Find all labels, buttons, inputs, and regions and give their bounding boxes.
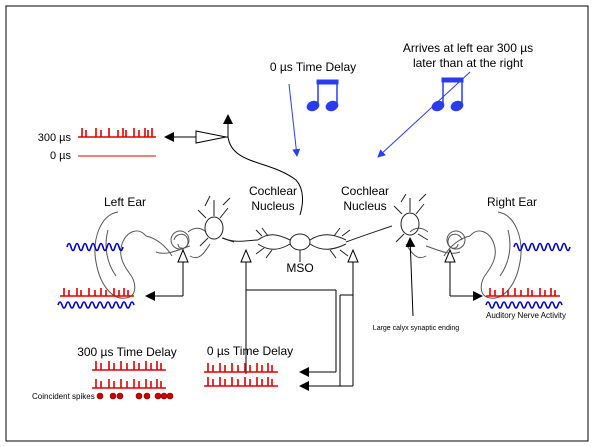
coincident-spike-dots	[96, 392, 174, 400]
mso-label: MSO	[286, 261, 313, 275]
spike-train-left-nerve	[60, 288, 134, 297]
right-fiber	[345, 225, 393, 243]
spike-train-right-nerve	[486, 288, 560, 297]
mso-cell	[255, 227, 351, 262]
ascending-fiber	[227, 136, 303, 216]
left-cochlear-nucleus-cell	[197, 195, 259, 247]
sound-arrow-center	[288, 83, 301, 157]
calyx-label: Large calyx synaptic ending	[373, 325, 459, 332]
delay-0-bottom-label: 0 µs Time Delay	[207, 344, 293, 358]
coincident-dot	[109, 392, 117, 400]
coincident-spikes-label: Coincident spikes	[32, 392, 95, 401]
spike-train-0us-a	[204, 363, 278, 373]
left-ear-illustration	[94, 211, 211, 299]
right-ear-label: Right Ear	[487, 195, 537, 209]
coincident-dot	[135, 392, 143, 400]
spike-train-0us-b	[204, 377, 278, 387]
cochlear-nucleus-left-label: Cochlear	[249, 184, 297, 198]
coincident-dot	[154, 392, 162, 400]
delay-0-top-label: 0 µs	[50, 150, 72, 162]
wave-left-nerve	[57, 301, 135, 309]
spike-train-300us-a	[92, 361, 166, 371]
right-ear-illustration	[405, 211, 522, 299]
coincident-dot	[96, 392, 104, 400]
auditory-nerve-label: Auditory Nerve Activity	[486, 311, 566, 320]
cochlear-nucleus-left-label: Nucleus	[251, 199, 294, 213]
delay-300-bottom-label: 300 µs Time Delay	[77, 345, 177, 359]
left-ear-label: Left Ear	[104, 195, 146, 209]
spike-train-300us-top	[78, 128, 156, 138]
arrives-label-line2: later than at the right	[413, 56, 524, 70]
right-sound-wave	[513, 242, 571, 252]
right-open-arrow	[444, 248, 456, 263]
delay-300-top-label: 300 µs	[38, 132, 72, 144]
music-notes-icon	[306, 79, 339, 112]
right-cochlear-nucleus-cell	[393, 193, 429, 243]
coincident-dot	[143, 392, 151, 400]
left-sound-wave	[66, 242, 124, 252]
arrives-label-line1: Arrives at left ear 300 µs	[403, 41, 533, 55]
coincident-dot	[160, 392, 168, 400]
cochlear-nucleus-right-label: Nucleus	[343, 199, 386, 213]
slide-border	[5, 5, 589, 442]
cochlear-nucleus-right-label: Cochlear	[341, 184, 389, 198]
mso-input-left-arrow	[240, 248, 252, 263]
sound-arrow-right	[377, 71, 471, 158]
music-notes-icon	[431, 77, 464, 112]
coincident-dot	[166, 392, 174, 400]
coincident-dot	[116, 392, 124, 400]
mso-input-right-arrow	[347, 248, 359, 263]
time-delay-center-label: 0 µs Time Delay	[270, 60, 356, 74]
open-arrowhead	[195, 130, 227, 144]
wave-right-nerve	[485, 301, 563, 309]
spike-train-300us-b	[92, 379, 166, 389]
calyx-arrow	[405, 237, 416, 317]
